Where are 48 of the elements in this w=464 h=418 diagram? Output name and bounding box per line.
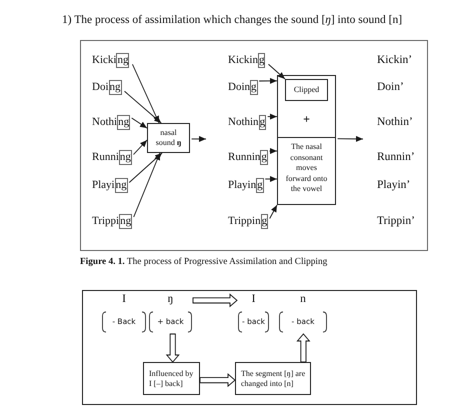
process-box: [277, 75, 336, 205]
figure-caption: Figure 4. 1. The process of Progressive Assimilation and Clipping: [80, 257, 328, 268]
word: Doin’: [377, 80, 404, 94]
arrow: [128, 152, 162, 183]
word: Nothing: [228, 115, 266, 130]
segment-symbol: n: [299, 292, 307, 306]
arrow: [337, 136, 364, 142]
word: Running: [228, 150, 268, 165]
word: Playin’: [377, 178, 410, 192]
block-arrow: [192, 293, 238, 308]
segment-symbol: I: [250, 292, 256, 306]
arrow: [268, 64, 286, 80]
process-box: nasal sound ŋ: [147, 123, 190, 153]
word: Nothing: [92, 115, 130, 130]
arrow: [132, 64, 160, 124]
arrow: [191, 136, 206, 142]
process-box: Influenced by I [–] back]: [143, 362, 200, 395]
word: Playing: [228, 178, 264, 193]
word: Runnin’: [377, 150, 415, 164]
word: Doing: [228, 80, 258, 95]
arrow: [269, 148, 278, 154]
word: Running: [92, 150, 132, 165]
feature-matrix: [101, 292, 147, 334]
plus-sign: +: [302, 113, 311, 125]
block-arrow: [296, 333, 310, 362]
feature-matrix: [237, 292, 270, 334]
arrow: [267, 114, 278, 120]
segment-symbol: I: [121, 292, 127, 306]
arrow: [258, 78, 278, 84]
word: Tripping: [92, 214, 132, 229]
process-box: The segment [ŋ] are changed into [n]: [235, 362, 311, 395]
word: Kickin’: [377, 53, 412, 67]
word: Trippin’: [377, 214, 415, 228]
arrow: [269, 204, 278, 219]
word: Playing: [92, 178, 128, 193]
word: Nothin’: [377, 115, 413, 129]
arrow: [133, 152, 160, 218]
arrow: [131, 118, 148, 129]
process-box: Clipped: [285, 79, 328, 101]
arrow: [133, 140, 148, 155]
arrow: [264, 176, 278, 182]
block-arrow: [200, 373, 236, 388]
title: 1) The process of assimilation which changes the sound [ŋ] into sound [n]: [62, 13, 402, 27]
box-text: The nasal consonant moves forward onto the vowel: [284, 142, 328, 194]
segment-symbol: ŋ: [166, 292, 174, 306]
block-arrow: [166, 334, 180, 363]
word: Tripping: [228, 214, 268, 229]
arrow: [124, 90, 162, 124]
